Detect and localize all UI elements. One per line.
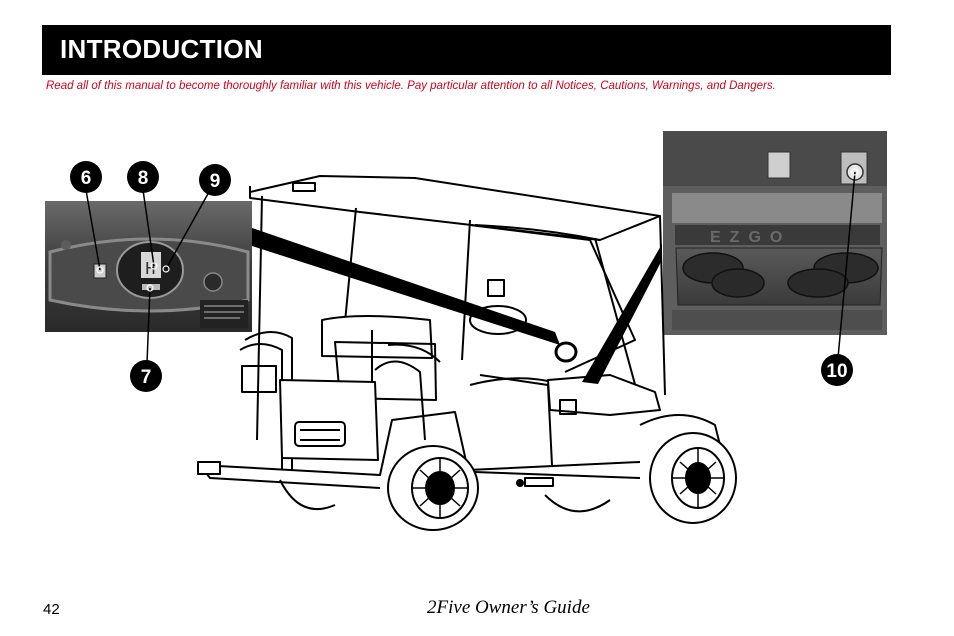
callout-6: 6 xyxy=(70,161,102,193)
svg-text:9: 9 xyxy=(210,171,221,192)
instrument-cluster-photo: H xyxy=(45,189,252,364)
callout-10: 10 xyxy=(821,354,853,386)
rear-wheel xyxy=(387,445,479,531)
safety-notice: Read all of this manual to become thorou… xyxy=(46,80,776,92)
svg-text:10: 10 xyxy=(826,361,847,382)
section-header-bar: INTRODUCTION xyxy=(42,25,891,75)
page-number: 42 xyxy=(43,601,60,618)
svg-text:H: H xyxy=(145,260,156,280)
callout-7: 7 xyxy=(130,360,162,392)
cupholder-console-photo: EZGO xyxy=(663,131,887,359)
svg-text:7: 7 xyxy=(141,367,152,388)
ezgo-logo: EZGO xyxy=(710,229,791,246)
svg-text:8: 8 xyxy=(138,168,149,189)
front-wheel xyxy=(649,432,737,524)
callout-8: 8 xyxy=(127,161,159,193)
cluster-leader-line xyxy=(252,228,560,345)
footer-title: 2Five Owner’s Guide xyxy=(427,597,590,618)
cupholder-leader-line xyxy=(582,244,662,384)
svg-text:6: 6 xyxy=(81,168,92,189)
section-title: INTRODUCTION xyxy=(60,34,263,64)
callout-9: 9 xyxy=(199,164,231,196)
golf-cart-drawing xyxy=(197,175,737,531)
